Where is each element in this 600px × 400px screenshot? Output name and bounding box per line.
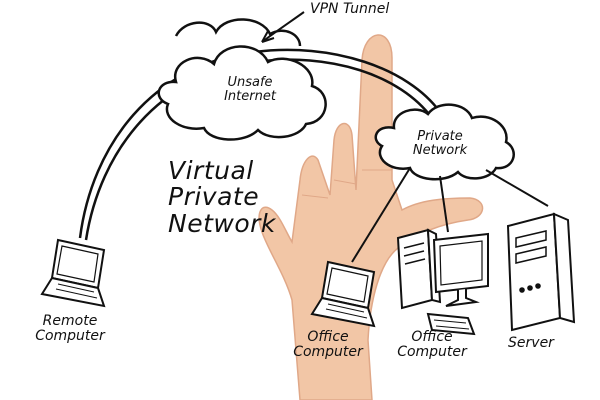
- cloud-icon: [374, 103, 515, 181]
- server-label: Server: [508, 335, 554, 351]
- office-computer-1-line-1: Office: [307, 329, 349, 345]
- remote-computer-line-2: Computer: [35, 327, 105, 344]
- vpn-tunnel-label: VPN Tunnel: [310, 1, 390, 17]
- office-computer-2-line-1: Office: [411, 329, 453, 345]
- cloud-icon: [157, 18, 327, 141]
- network-links: [351, 167, 549, 263]
- laptop-icon: [40, 238, 106, 308]
- private-network-label: Private Network: [400, 130, 480, 157]
- office-computer-1-line-2: Computer: [293, 343, 363, 360]
- remote-computer-label: Remote Computer: [22, 314, 118, 343]
- title-line-2: Private: [168, 182, 260, 212]
- office-computer-label-2: Office Computer: [384, 330, 480, 359]
- unsafe-internet-label: Unsafe Internet: [210, 76, 290, 103]
- diagram-title: Virtual Private Network: [168, 156, 276, 238]
- office-computer-2-line-2: Computer: [397, 343, 467, 360]
- private-network-line-2: Network: [412, 142, 468, 158]
- title-line-1: Virtual: [168, 156, 254, 185]
- title-line-3: Network: [168, 208, 276, 238]
- unsafe-internet-line-2: Internet: [224, 88, 276, 104]
- private-network-line-1: Private: [417, 129, 463, 144]
- laptop-icon: [310, 260, 376, 328]
- server-icon: [506, 212, 576, 332]
- remote-computer-line-1: Remote: [42, 313, 98, 329]
- office-computer-label-1: Office Computer: [280, 330, 376, 359]
- unsafe-internet-line-1: Unsafe: [227, 75, 273, 90]
- vpn-arrow: [261, 11, 305, 43]
- desktop-computer-icon: [396, 228, 489, 336]
